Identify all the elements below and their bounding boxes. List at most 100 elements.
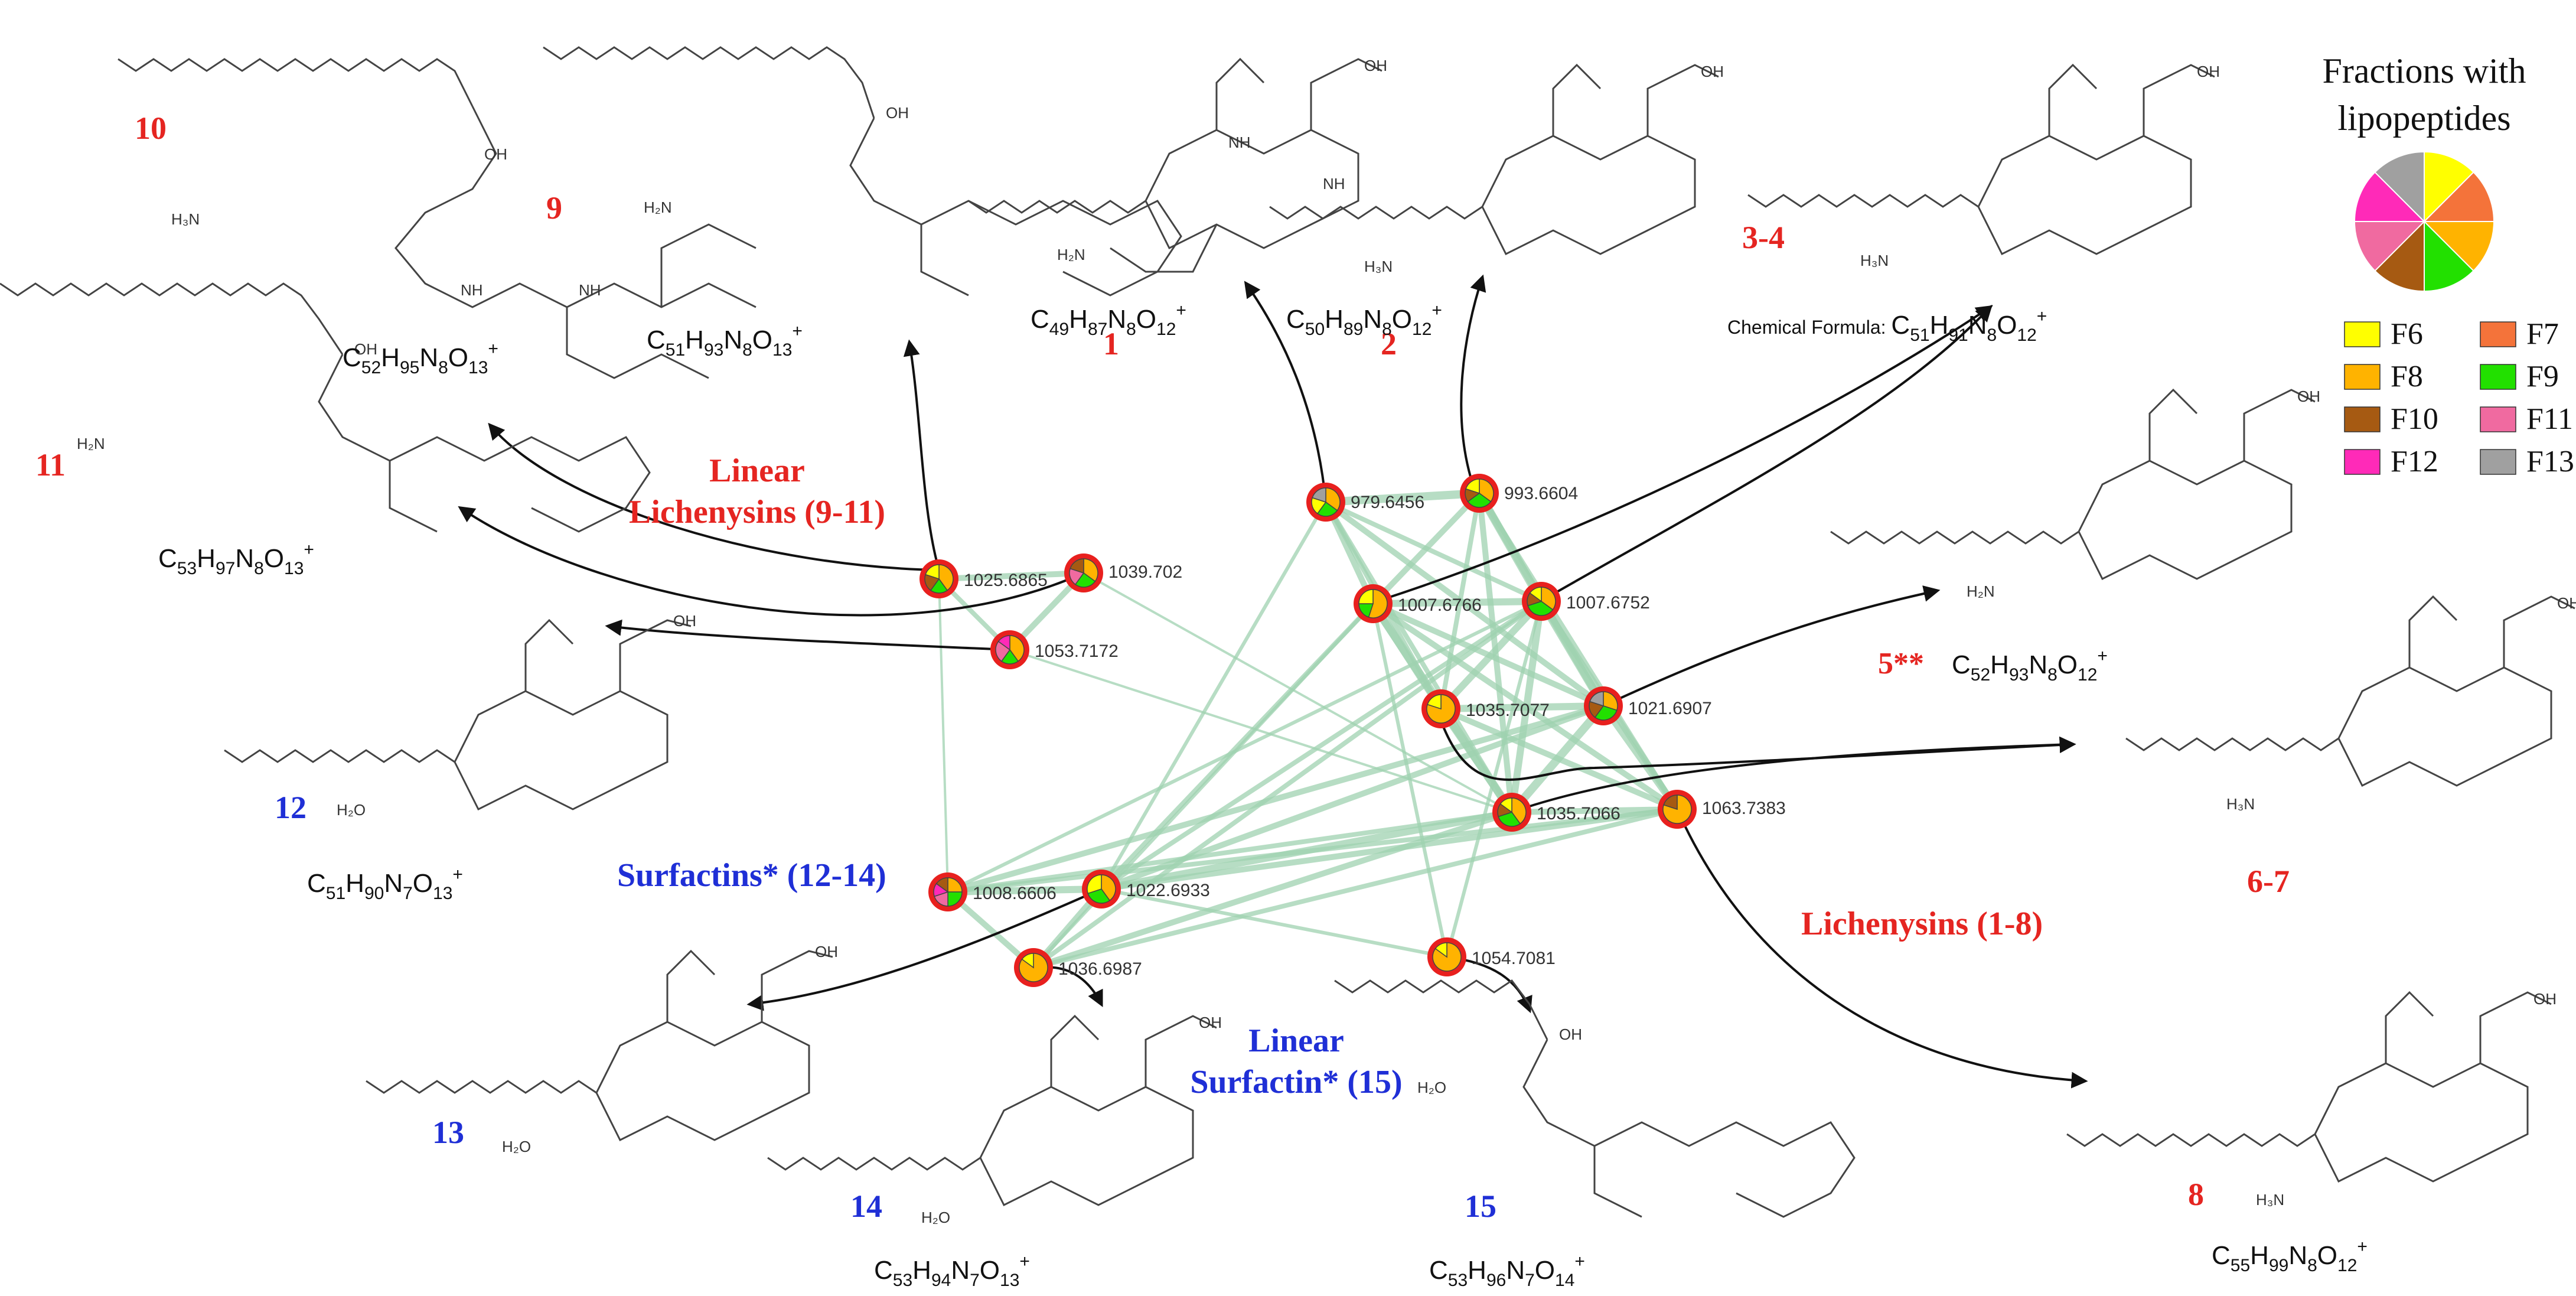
node-pie-slice-f8: [1603, 691, 1618, 711]
legend-swatch: [2344, 449, 2381, 475]
network-edge: [1438, 706, 1515, 815]
node-pie-slice-f10: [1069, 558, 1084, 574]
network-nodes: 979.6456 993.6604 1007.6766 1007.6752 1025.6…: [919, 474, 1786, 987]
legend-swatch: [2344, 321, 2381, 347]
svg-text:H₂O: H₂O: [502, 1138, 531, 1155]
node-pie-slice-f8: [1101, 874, 1116, 901]
network-edge: [1600, 704, 1680, 812]
network-node[interactable]: 1008.6606: [928, 872, 1057, 911]
network-node[interactable]: 1021.6907: [1584, 686, 1712, 725]
legend-pie-slice-f11: [2353, 221, 2426, 272]
network-node[interactable]: 1036.6987: [1014, 948, 1142, 987]
legend-label: F11: [2526, 402, 2573, 436]
formula-3-4: Chemical Formula: C51H91N8O12+: [1727, 307, 2047, 345]
group-label-linear-lichenysins-line1: Linear: [709, 452, 805, 489]
group-label-surfactins: Surfactins* (12-14): [617, 857, 886, 894]
legend-swatch: [2480, 406, 2516, 432]
arrow-to-5: [1603, 585, 1941, 707]
node-pie-slice-f8: [1083, 558, 1098, 582]
formula-1: C49H87N8O12+: [1031, 301, 1186, 339]
node-pie-slice-f6: [1434, 942, 1447, 958]
network-node[interactable]: 1007.6752: [1522, 582, 1650, 621]
node-mz-label: 1053.7172: [1035, 642, 1119, 661]
node-mz-label: 1007.6752: [1566, 593, 1650, 613]
network-node[interactable]: 979.6456: [1306, 483, 1424, 522]
legend-label: F6: [2391, 317, 2423, 351]
legend-pie-slice-f13: [2374, 151, 2425, 223]
node-pie-slice-f8: [1541, 587, 1556, 611]
svg-text:H₂O: H₂O: [921, 1209, 950, 1226]
compound-number-8: 8: [2188, 1177, 2204, 1212]
arrow-to-3-4-b: [1538, 304, 1993, 604]
node-pie-slice-f10: [1663, 794, 1678, 810]
svg-text:OH: OH: [1364, 57, 1387, 74]
formula-2: C50H89N8O12+: [1286, 301, 1442, 339]
node-mz-label: 1007.6766: [1398, 595, 1482, 615]
network-edge: [1371, 491, 1482, 606]
svg-text:NH: NH: [461, 281, 483, 299]
group-label-linear-lichenysins-line2: Lichenysins (9-11): [629, 494, 885, 530]
node-pie-slice-f13: [1589, 691, 1604, 707]
node-mz-label: 1025.6865: [964, 571, 1048, 590]
legend-label: F9: [2526, 360, 2559, 393]
svg-text:OH: OH: [886, 104, 909, 122]
arrow-to-13: [746, 888, 1102, 1011]
compound-number-2: 2: [1381, 326, 1397, 362]
compound-numbers: 10 9 1 2 3-4 11 5** 12 6-7 13 14 15 8: [35, 110, 2290, 1224]
legend-pie-slice-f8: [2422, 221, 2495, 272]
network-edge: [1438, 598, 1544, 712]
legend-label: F13: [2526, 445, 2574, 478]
network-edge: [1325, 489, 1480, 506]
structure-5: OH H₂N: [1830, 388, 2320, 600]
formula-8: C55H99N8O12+: [2212, 1237, 2368, 1275]
network-node[interactable]: 1035.7077: [1421, 689, 1550, 728]
legend-swatch: [2344, 364, 2381, 390]
network-edge: [1372, 598, 1542, 607]
legend-swatch: [2344, 406, 2381, 432]
legend-title-line1: Fractions with: [2323, 51, 2526, 90]
network-edge: [1511, 806, 1678, 815]
network-edge: [938, 570, 1084, 582]
node-pie-slice-f9: [1527, 601, 1554, 616]
network-edge: [947, 600, 1543, 894]
legend-pie-slice-f10: [2374, 220, 2425, 292]
legend-item: F12: [2344, 445, 2438, 478]
node-pie-slice-f9: [1498, 812, 1521, 827]
legend-item: F10: [2344, 402, 2438, 436]
network-node[interactable]: 1007.6766: [1354, 584, 1482, 623]
node-pie-slice-f6: [1499, 797, 1512, 813]
svg-text:H₂N: H₂N: [1057, 246, 1085, 263]
node-mz-label: 979.6456: [1351, 493, 1424, 512]
svg-text:H₃N: H₃N: [171, 210, 200, 228]
network-node[interactable]: 1054.7081: [1427, 937, 1556, 976]
node-pie-slice-f9: [1087, 888, 1111, 904]
node-pie-slice-f6: [1529, 587, 1542, 603]
node-pie-slice-f8: [938, 564, 954, 591]
legend-label: F10: [2391, 402, 2438, 436]
network-edges: [937, 489, 1680, 971]
group-label-linear-surfactin-line1: Linear: [1248, 1023, 1344, 1059]
network-node[interactable]: 993.6604: [1460, 474, 1578, 513]
node-pie-slice-f9: [947, 891, 963, 907]
node-pie-slice-f9: [1467, 493, 1492, 508]
node-pie-slice-f8: [1009, 635, 1025, 662]
structure-12: OH H₂O: [224, 612, 696, 819]
network-node[interactable]: 1063.7383: [1658, 790, 1786, 829]
node-pie-slice-f13: [1312, 487, 1326, 503]
legend-item: F7: [2480, 317, 2559, 351]
network-edge: [1100, 599, 1543, 891]
network-node[interactable]: 1025.6865: [919, 559, 1048, 598]
node-pie-slice-f6: [1021, 953, 1034, 969]
network-node[interactable]: 1039.702: [1064, 553, 1182, 592]
structure-11: OH H₂N: [0, 282, 651, 533]
node-pie-slice-f12: [997, 635, 1010, 651]
network-edge: [1009, 649, 1512, 813]
network-node[interactable]: 1022.6933: [1082, 870, 1210, 908]
legend-swatch: [2480, 321, 2516, 347]
node-pie-slice-f8: [1325, 487, 1341, 512]
network-node[interactable]: 1053.7172: [990, 630, 1119, 669]
network-node[interactable]: 1035.7066: [1492, 793, 1620, 832]
arrow-to-6-7: [1440, 720, 2076, 781]
compound-number-1: 1: [1103, 326, 1119, 362]
